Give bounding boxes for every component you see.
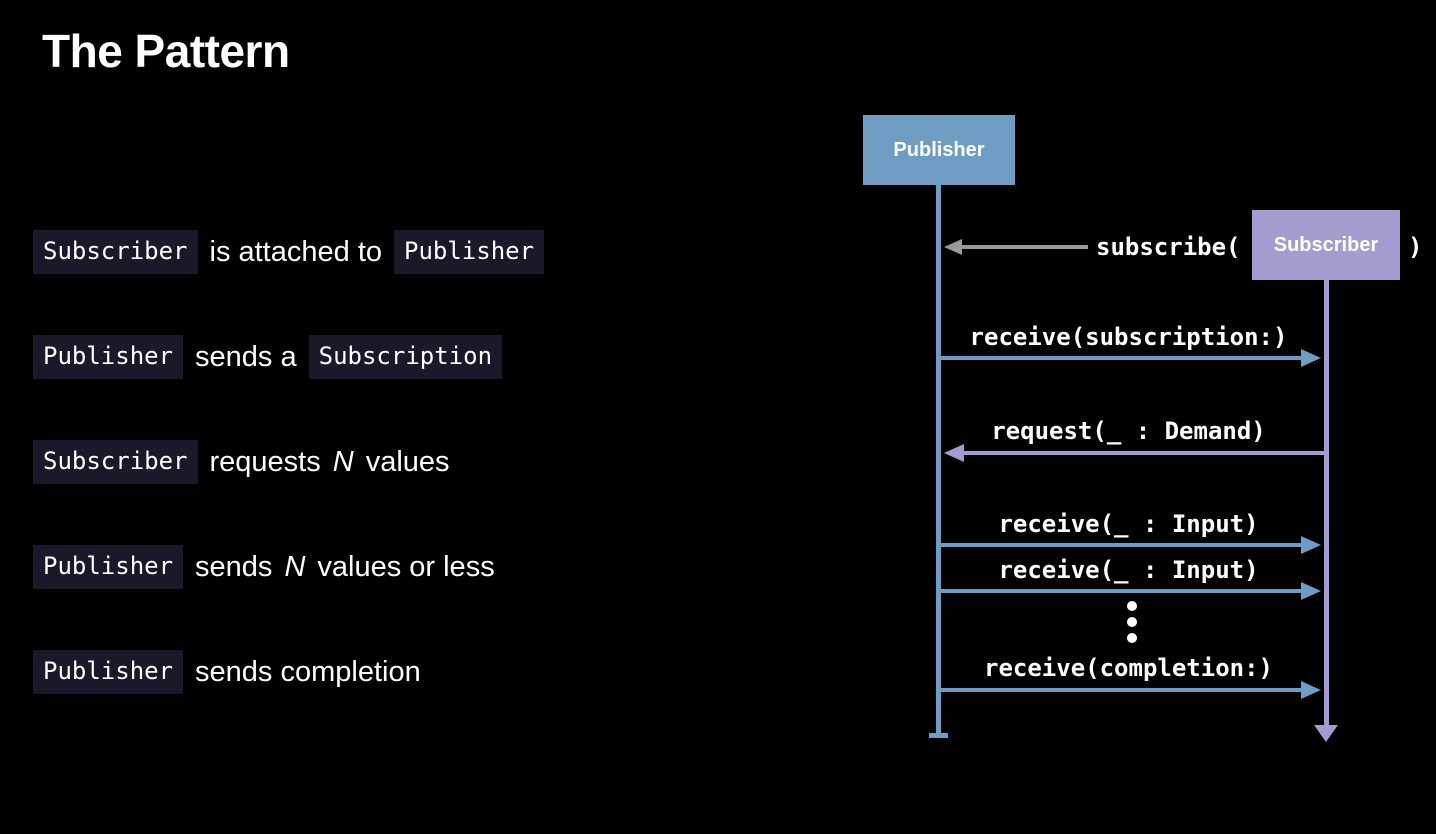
code-chip: Subscriber bbox=[33, 440, 198, 484]
ellipsis-dot-icon bbox=[1127, 633, 1137, 643]
bullet-publisher-sends-completion: Publisher sends completion bbox=[33, 650, 433, 694]
arrow-shaft bbox=[936, 688, 1307, 692]
bullet-text: values bbox=[365, 445, 450, 478]
subscribe-call-suffix: ) bbox=[1408, 233, 1423, 261]
code-chip: Publisher bbox=[33, 335, 184, 379]
ellipsis-dot-icon bbox=[1127, 601, 1137, 611]
arrow-head-icon bbox=[1301, 536, 1321, 554]
bullet-subscriber-attached: Subscriber is attached to Publisher bbox=[33, 230, 545, 274]
bullet-text: requests bbox=[209, 445, 321, 478]
arrow-head-icon bbox=[1301, 349, 1321, 367]
code-chip: Publisher bbox=[394, 230, 545, 274]
message-label-receive-input-2: receive(_ : Input) bbox=[998, 556, 1259, 584]
arrow-shaft bbox=[936, 356, 1307, 360]
bullet-publisher-sends-values: Publisher sends N values or less bbox=[33, 545, 507, 589]
bullet-text: sends bbox=[195, 550, 273, 583]
subscribe-call-prefix: subscribe( bbox=[1096, 233, 1241, 261]
message-label-request-demand: request(_ : Demand) bbox=[991, 417, 1266, 445]
arrow-head-icon bbox=[1301, 582, 1321, 600]
bullet-subscriber-requests: Subscriber requests N values bbox=[33, 440, 462, 484]
code-chip: Subscription bbox=[308, 335, 503, 379]
message-label-receive-completion: receive(completion:) bbox=[984, 654, 1273, 682]
arrow-shaft bbox=[936, 543, 1307, 547]
arrow-shaft bbox=[936, 589, 1307, 593]
arrow-shaft bbox=[958, 451, 1327, 455]
publisher-box-label: Publisher bbox=[893, 138, 985, 161]
code-chip: Publisher bbox=[33, 545, 184, 589]
subscriber-lifeline-end-arrow-icon bbox=[1314, 725, 1338, 742]
message-label-receive-input-1: receive(_ : Input) bbox=[998, 510, 1259, 538]
message-label-receive-subscription: receive(subscription:) bbox=[969, 323, 1288, 351]
publisher-lifeline bbox=[936, 185, 941, 735]
page-title: The Pattern bbox=[42, 25, 290, 77]
publisher-lifeline-end-cap bbox=[929, 733, 948, 738]
bullet-text: sends a bbox=[195, 340, 297, 373]
arrow-head-icon bbox=[944, 239, 962, 255]
bullet-variable-n: N bbox=[284, 550, 306, 583]
subscriber-box-label: Subscriber bbox=[1273, 233, 1379, 256]
bullet-variable-n: N bbox=[332, 445, 354, 478]
subscriber-lifeline bbox=[1324, 280, 1329, 726]
bullet-text: is attached to bbox=[209, 235, 383, 268]
arrow-head-icon bbox=[944, 444, 964, 462]
ellipsis-dot-icon bbox=[1127, 617, 1137, 627]
publisher-box: Publisher bbox=[863, 115, 1015, 185]
code-chip: Publisher bbox=[33, 650, 184, 694]
bullet-text: values or less bbox=[317, 550, 495, 583]
subscriber-box: Subscriber bbox=[1252, 210, 1400, 280]
code-chip: Subscriber bbox=[33, 230, 198, 274]
bullet-publisher-sends-subscription: Publisher sends a Subscription bbox=[33, 335, 503, 379]
bullet-text: sends completion bbox=[195, 655, 421, 688]
arrow-head-icon bbox=[1301, 681, 1321, 699]
arrow-shaft bbox=[956, 245, 1088, 249]
